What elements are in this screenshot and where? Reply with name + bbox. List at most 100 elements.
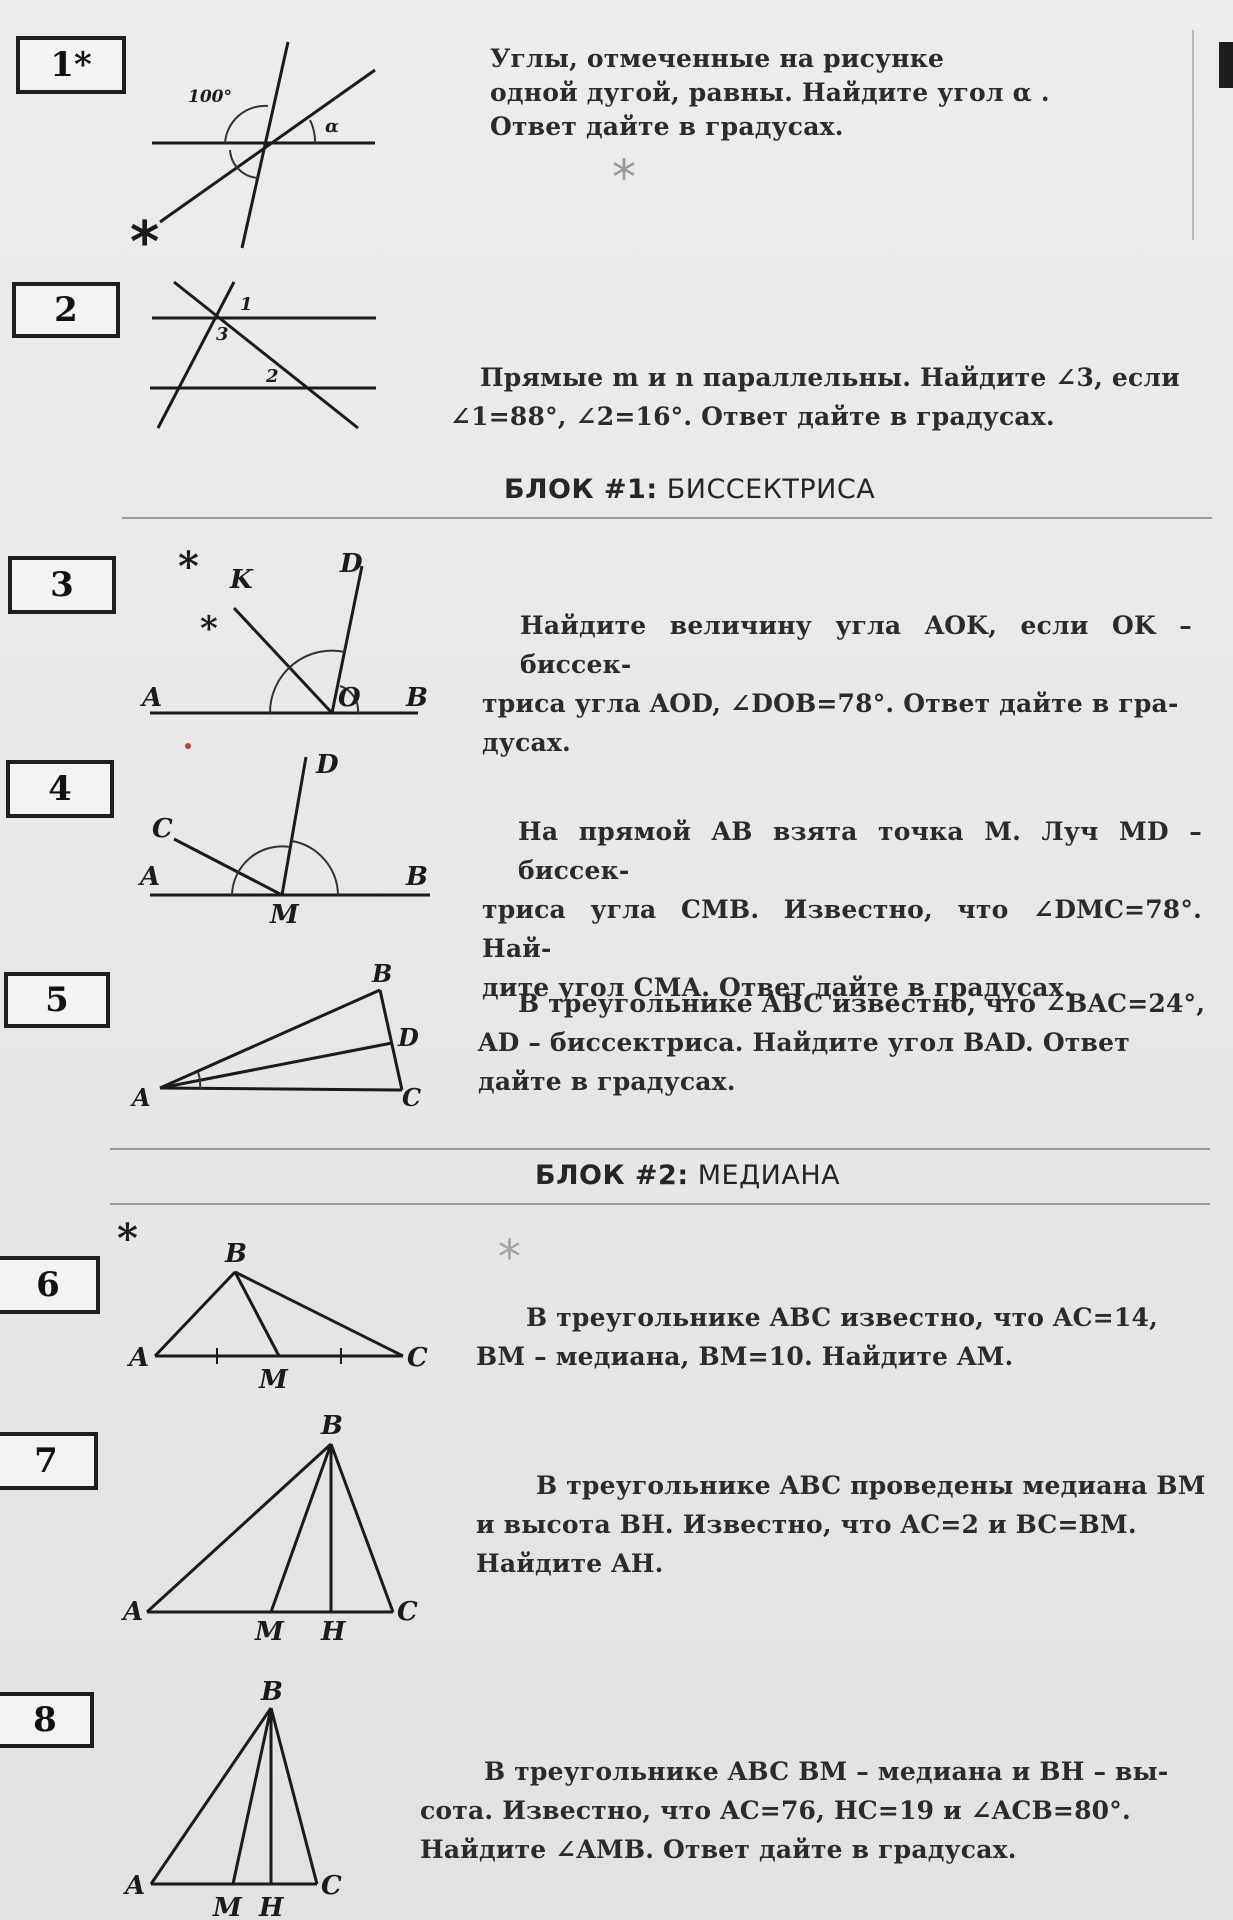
task-5-text: В треугольнике ABC известно, что ∠BAC=24… bbox=[478, 989, 1206, 1096]
task-2-text: Прямые m и n параллельны. Найдите ∠3, ес… bbox=[450, 363, 1180, 431]
t6-label-M: M bbox=[258, 1365, 289, 1395]
task-5-figure: B D A C bbox=[130, 959, 421, 1112]
t3-label-D: D bbox=[339, 549, 363, 579]
task-number-2: 2 bbox=[12, 282, 120, 338]
t2-label-3: 3 bbox=[216, 324, 229, 345]
block-2-divider bbox=[110, 1203, 1210, 1205]
t4-ray-MC bbox=[173, 837, 283, 897]
t4-label-M: M bbox=[269, 900, 300, 930]
t6-label-B: B bbox=[224, 1239, 247, 1269]
t3-label-O: O bbox=[338, 683, 361, 713]
t3-faint-asterisk: * bbox=[178, 543, 199, 590]
t4-label-A: A bbox=[137, 862, 160, 892]
t6-side-BC bbox=[234, 1270, 404, 1358]
t6-label-C: C bbox=[407, 1343, 428, 1373]
task-3-figure: K D A O B * * bbox=[139, 543, 428, 715]
t7-label-C: C bbox=[397, 1597, 418, 1627]
t5-arc bbox=[197, 1071, 202, 1090]
task-number-1: 1* bbox=[16, 36, 126, 94]
column-divider bbox=[1192, 30, 1194, 240]
t1-arc-100 bbox=[224, 104, 269, 144]
task-3-text: Найдите величину угла AOK, если OK – бис… bbox=[482, 611, 1192, 757]
task-number-6: 6 bbox=[0, 1256, 100, 1314]
t2-label-2: 2 bbox=[265, 366, 279, 387]
t4-arc-2 bbox=[291, 840, 339, 896]
task-1-figure: 100° α bbox=[152, 41, 376, 249]
task-4-figure: D C A B M bbox=[137, 743, 430, 930]
t3-arc bbox=[268, 649, 346, 714]
t2-transversal-2 bbox=[156, 281, 236, 429]
task-number-7: 7 bbox=[0, 1432, 98, 1490]
t6-faint-asterisk: * bbox=[117, 1215, 138, 1262]
t8-label-M: M bbox=[212, 1893, 243, 1920]
task-6-text: В треугольнике ABC известно, что AC=14, … bbox=[476, 1303, 1158, 1371]
t3-label-K: K bbox=[229, 565, 254, 595]
t1-arc-lower bbox=[229, 149, 259, 179]
t5-label-C: C bbox=[402, 1083, 421, 1112]
t3-faint-asterisk-2: * bbox=[200, 609, 218, 649]
block-2-top-divider bbox=[110, 1148, 1210, 1150]
t5-side-BC bbox=[378, 989, 404, 1091]
task-number-8: 8 bbox=[0, 1692, 94, 1748]
asterisk-mark: * bbox=[130, 210, 160, 275]
t4-label-C: C bbox=[152, 814, 173, 844]
t7-side-BC bbox=[329, 1443, 395, 1613]
t7-label-A: A bbox=[120, 1597, 143, 1627]
task-7-figure: B A C M H bbox=[120, 1411, 418, 1647]
task-6-figure: B A C M * bbox=[117, 1215, 428, 1395]
asterisk-mark-faint: * bbox=[612, 150, 636, 206]
task-1-text: Углы, отмеченные на рисунке одной дугой,… bbox=[490, 44, 1050, 141]
t8-side-BC bbox=[269, 1707, 319, 1885]
t7-label-B: B bbox=[320, 1411, 343, 1441]
t5-label-B: B bbox=[371, 959, 392, 988]
t2-label-1: 1 bbox=[240, 294, 253, 315]
t6-side-AB bbox=[153, 1270, 237, 1358]
task-number-5: 5 bbox=[4, 972, 110, 1028]
t8-median-BM bbox=[231, 1707, 273, 1885]
t1-label-100: 100° bbox=[188, 87, 232, 107]
asterisk-mark-faint-2: * bbox=[498, 1230, 521, 1284]
t4-ray-MD bbox=[280, 756, 308, 896]
t5-bisector-AD bbox=[159, 1041, 393, 1090]
task-8-text: В треугольнике ABC BM – медиана и BH – в… bbox=[420, 1757, 1169, 1864]
t3-label-B: B bbox=[405, 683, 428, 713]
t7-side-AB bbox=[145, 1442, 333, 1614]
task-7-text: В треугольнике ABC проведены медиана BM … bbox=[476, 1471, 1206, 1578]
t1-label-alpha: α bbox=[325, 116, 339, 137]
t7-label-M: M bbox=[254, 1617, 285, 1647]
task-8-figure: B A C M H bbox=[122, 1677, 342, 1920]
t7-label-H: H bbox=[320, 1617, 347, 1647]
t5-label-D: D bbox=[397, 1023, 419, 1052]
t3-arc-2 bbox=[339, 685, 360, 714]
t8-label-H: H bbox=[258, 1893, 285, 1920]
t8-label-B: B bbox=[260, 1677, 283, 1707]
block-1-divider bbox=[122, 517, 1212, 519]
t8-side-AB bbox=[149, 1707, 273, 1885]
t1-arc-alpha bbox=[309, 119, 317, 144]
t5-side-AC bbox=[159, 1086, 403, 1092]
task-2-figure: 1 3 2 bbox=[150, 280, 376, 430]
t3-ray-OD bbox=[330, 565, 364, 714]
task-number-3: 3 bbox=[8, 556, 116, 614]
t8-label-A: A bbox=[122, 1871, 145, 1901]
t2-transversal-1 bbox=[173, 280, 359, 430]
t4-label-B: B bbox=[405, 862, 428, 892]
t6-label-A: A bbox=[126, 1343, 149, 1373]
t4-arc bbox=[231, 845, 291, 896]
t1-diagonal-line bbox=[159, 68, 376, 224]
task-4-text: На прямой AB взята точка M. Луч MD – бис… bbox=[482, 817, 1202, 1002]
block-1-header: БЛОК #1: БИССЕКТРИСА bbox=[504, 474, 876, 505]
t3-label-A: A bbox=[139, 683, 162, 713]
t8-label-C: C bbox=[321, 1871, 342, 1901]
t3-ray-OK bbox=[232, 606, 334, 715]
t5-side-AB bbox=[159, 988, 381, 1090]
task-number-4: 4 bbox=[6, 760, 114, 818]
t4-label-D: D bbox=[315, 750, 339, 780]
t7-median-BM bbox=[269, 1443, 333, 1613]
block-2-header: БЛОК #2: МЕДИАНА bbox=[535, 1160, 841, 1191]
t6-median-BM bbox=[233, 1271, 281, 1357]
page-edge-tab bbox=[1219, 42, 1233, 88]
t5-label-A: A bbox=[130, 1083, 151, 1112]
t1-steep-line bbox=[240, 41, 290, 249]
